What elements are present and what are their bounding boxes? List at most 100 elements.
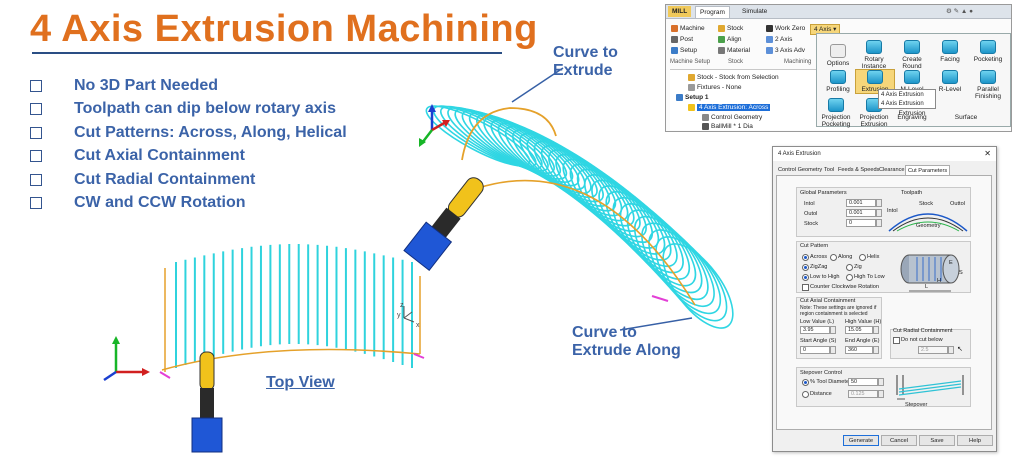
tab-cut-parameters[interactable]: Cut Parameters [905, 165, 951, 175]
projection-pocketing-icon [828, 98, 844, 112]
distance-radio[interactable]: Distance [802, 390, 832, 398]
high-value-field[interactable]: 15.05 [845, 326, 873, 334]
diagram-s-label: S [959, 270, 963, 276]
radial-containment-label: Cut Radial Containment [893, 328, 953, 334]
machine-button[interactable]: Machine [671, 24, 705, 33]
distance-spinner[interactable] [878, 390, 884, 398]
outtol-spinner[interactable] [876, 209, 882, 217]
m-level-icon [904, 70, 920, 84]
top-view-tool [191, 351, 223, 453]
global-parameters-group [796, 187, 971, 237]
stock-button[interactable]: Stock [718, 24, 743, 33]
global-parameters-label: Global Parameters [800, 190, 847, 196]
tree-item-tool[interactable]: BallMill * 1 Dia [702, 122, 753, 131]
menu-surface[interactable]: Surface [954, 114, 978, 121]
tool-diameter-spinner[interactable] [878, 378, 884, 386]
stock-spinner[interactable] [876, 219, 882, 227]
menu-projection-pocketing[interactable]: Projection Pocketing [817, 98, 855, 128]
zig-radio[interactable]: Zig [846, 263, 862, 271]
title-underline [32, 52, 502, 54]
ribbon-quick-icons[interactable]: ⚙ ✎ ▲ ● [946, 8, 974, 15]
work-zero-button[interactable]: Work Zero [766, 24, 805, 33]
machine-icon [671, 24, 678, 32]
group-machining: Machining [784, 59, 812, 65]
align-button[interactable]: Align [718, 35, 741, 44]
menu-engraving[interactable]: Engraving [897, 114, 927, 121]
zigzag-radio[interactable]: ZigZag [802, 263, 827, 271]
post-icon [671, 35, 678, 43]
tab-clearance[interactable]: Clearance [879, 167, 905, 173]
low-to-high-radio[interactable]: Low to High [802, 273, 840, 281]
cut-below-field[interactable]: 2.5 [918, 346, 948, 354]
tab-feeds-speeds[interactable]: Feeds & Speeds [838, 167, 880, 173]
feature-list: No 3D Part Needed Toolpath can dip below… [30, 74, 347, 215]
menu-profiling[interactable]: Profiling [819, 70, 857, 93]
pick-cursor-icon[interactable]: ↖ [957, 346, 963, 353]
intol-spinner[interactable] [876, 199, 882, 207]
help-button[interactable]: Help [957, 435, 993, 446]
extrude-along-curve [477, 179, 696, 306]
helix-loop [619, 203, 697, 287]
start-angle-spinner[interactable] [830, 346, 836, 354]
outtol-field[interactable]: 0.001 [846, 209, 876, 217]
diagram-e-label: E [949, 260, 953, 266]
material-button[interactable]: Material [718, 46, 750, 55]
tab-control-geometry[interactable]: Control Geometry [778, 167, 823, 173]
save-button[interactable]: Save [919, 435, 955, 446]
distance-field[interactable]: 0.125 [848, 390, 878, 398]
feature-item: Toolpath can dip below rotary axis [30, 98, 347, 122]
menu-options[interactable]: Options [819, 44, 857, 67]
across-radio[interactable]: Across [802, 253, 827, 261]
three-axis-button[interactable]: 3 Axis Adv [766, 46, 805, 55]
group-stock: Stock [728, 59, 744, 65]
ribbon-panel: MILL Program Simulate ⚙ ✎ ▲ ● Machine Po… [665, 4, 1012, 132]
tree-item-setup[interactable]: Setup 1 [676, 93, 708, 102]
tree-item-fixtures[interactable]: Fixtures - None [688, 83, 741, 92]
helix-radio[interactable]: Helix [859, 253, 879, 261]
menu-r-level[interactable]: R-Level [931, 70, 969, 93]
tool-diameter-field[interactable]: 50 [848, 378, 878, 386]
feature-item: Cut Patterns: Across, Along, Helical [30, 121, 347, 145]
low-value-field[interactable]: 3.95 [800, 326, 830, 334]
tree-item-control-geometry[interactable]: Control Geometry [702, 113, 762, 122]
start-angle-field[interactable]: 0 [800, 346, 830, 354]
close-icon[interactable]: ✕ [984, 149, 991, 158]
cut-below-spinner[interactable] [948, 346, 954, 354]
menu-create-round[interactable]: Create Round [893, 40, 931, 70]
helix-loop [648, 229, 722, 315]
axis-triad-small [403, 306, 415, 323]
end-angle-spinner[interactable] [873, 346, 879, 354]
start-angle-label: Start Angle (S) [800, 338, 837, 344]
tab-program[interactable]: Program [695, 6, 730, 18]
stepover-diagram [896, 375, 964, 400]
generate-button[interactable]: Generate [843, 435, 879, 446]
along-radio[interactable]: Along [830, 253, 852, 261]
end-angle-field[interactable]: 360 [845, 346, 873, 354]
helix-loop [562, 158, 647, 238]
low-value-spinner[interactable] [830, 326, 836, 334]
high-to-low-radio[interactable]: High To Low [846, 273, 885, 281]
menu-extrusion[interactable]: Extrusion [855, 69, 895, 94]
post-button[interactable]: Post [671, 35, 693, 44]
ccw-rotation-checkbox[interactable]: Counter Clockwise Rotation [802, 283, 879, 291]
high-value-spinner[interactable] [873, 326, 879, 334]
menu-pocketing[interactable]: Pocketing [969, 40, 1007, 63]
checkbox-icon [30, 79, 42, 92]
two-axis-button[interactable]: 2 Axis [766, 35, 792, 44]
stock-field[interactable]: 0 [846, 219, 876, 227]
tab-simulate[interactable]: Simulate [742, 8, 768, 15]
tab-tool[interactable]: Tool [824, 167, 835, 173]
do-not-cut-below-checkbox[interactable]: Do not cut below [893, 336, 943, 344]
cancel-button[interactable]: Cancel [881, 435, 917, 446]
rotary-icon [866, 40, 882, 54]
menu-rotary-instance[interactable]: Rotary Instance [855, 40, 893, 70]
tree-item-stock[interactable]: Stock - Stock from Selection [688, 73, 779, 82]
menu-parallel-finishing[interactable]: Parallel Finishing [969, 70, 1007, 100]
tab-mill[interactable]: MILL [668, 6, 692, 17]
intol-field[interactable]: 0.001 [846, 199, 876, 207]
setup-button[interactable]: Setup [671, 46, 697, 55]
tool-diameter-radio[interactable]: % Tool Diameter [802, 378, 851, 386]
menu-facing[interactable]: Facing [931, 40, 969, 63]
tree-item-operation[interactable]: 4 Axis Extrusion: Across [688, 103, 771, 112]
